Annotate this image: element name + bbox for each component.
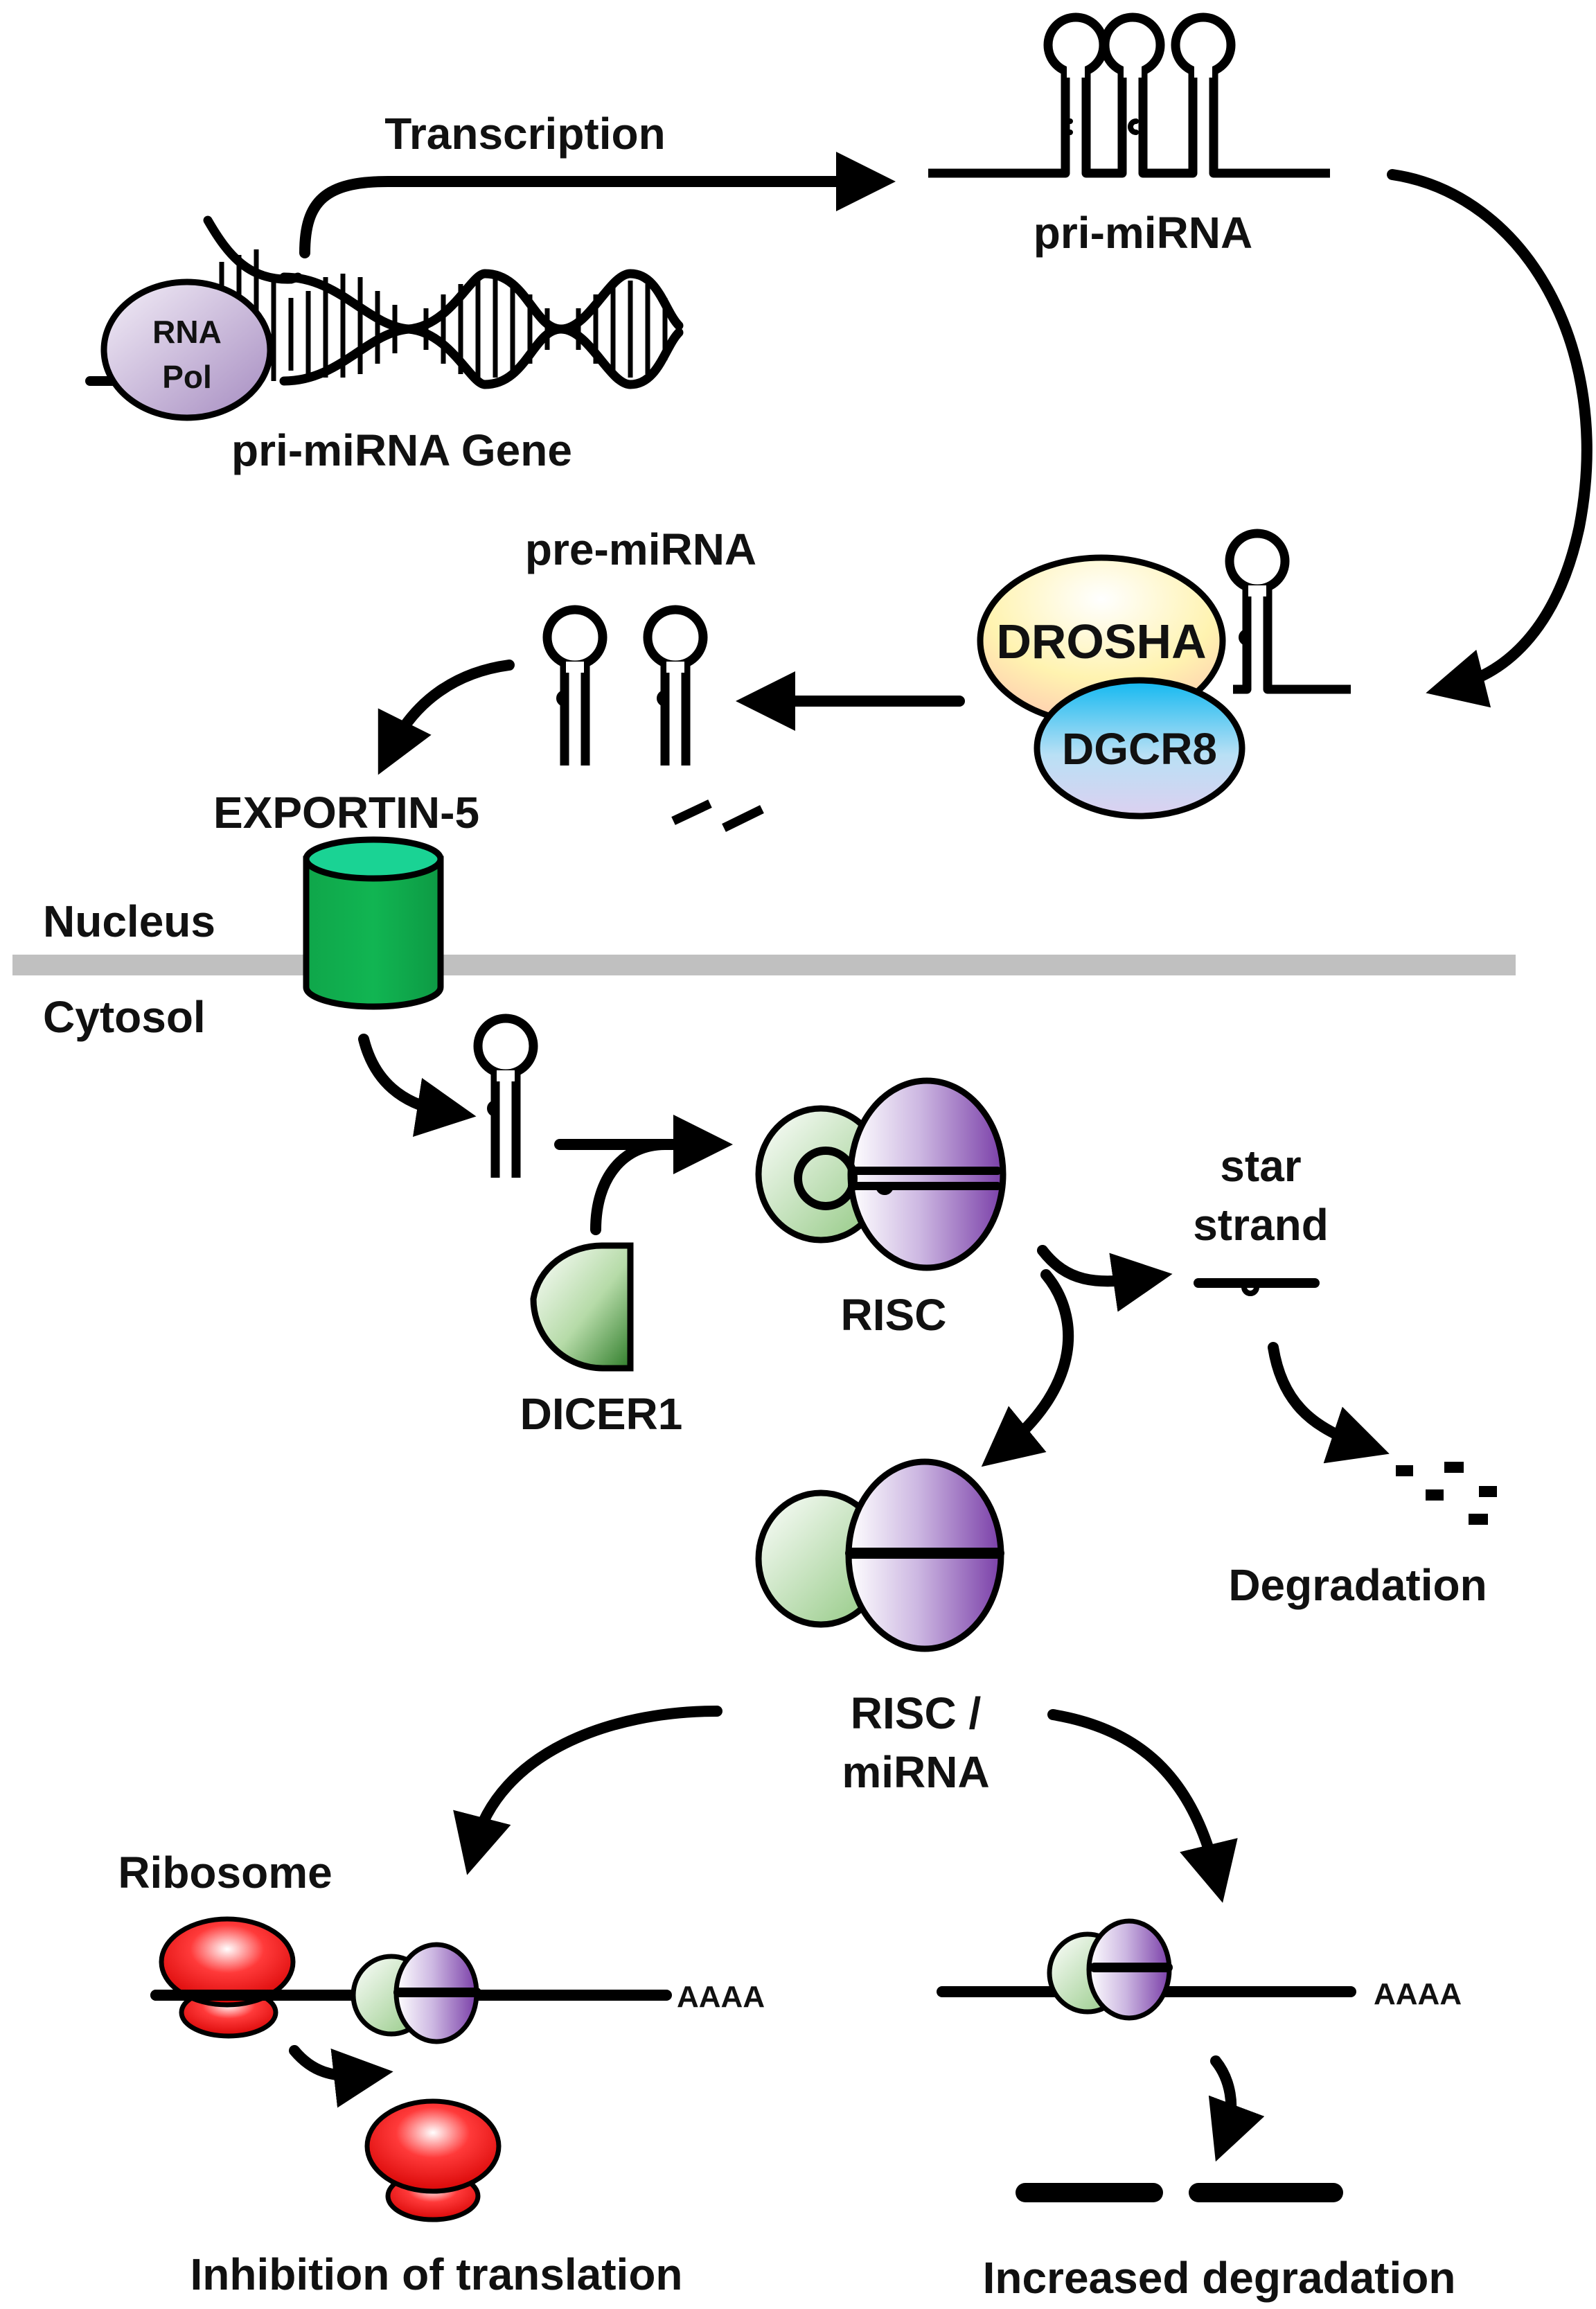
- increased-degradation-label: Increased degradation: [983, 2253, 1456, 2303]
- risc-bound-left: [351, 1942, 481, 2044]
- pri-mirna-hairpins: [928, 12, 1330, 178]
- risc-loaded-complex: [755, 1077, 1007, 1271]
- degradation-label: Degradation: [1228, 1560, 1487, 1610]
- processing-arc-arrow: [1387, 169, 1593, 708]
- rna-pol-label-2: Pol: [162, 359, 212, 395]
- transcription-arrow: [299, 152, 896, 258]
- rna-polymerase: RNA Pol: [100, 278, 274, 421]
- risc-mirna-label-2: miRNA: [842, 1747, 989, 1797]
- dgcr8-label: DGCR8: [1062, 724, 1217, 774]
- dna-helix: [85, 249, 684, 389]
- drosha-label: DROSHA: [996, 614, 1206, 669]
- risc-activation-arrow: [981, 1269, 1074, 1467]
- dicer-join-line: [590, 1139, 671, 1235]
- exportin5-label: EXPORTIN-5: [213, 788, 479, 838]
- inhibition-of-translation-label: Inhibition of translation: [190, 2249, 682, 2299]
- rna-pol-label-1: RNA: [152, 314, 222, 350]
- translation-inhibition-arrow: [453, 1706, 722, 1875]
- nucleus-label: Nucleus: [43, 896, 215, 946]
- risc-mirna-label-1: RISC /: [851, 1688, 982, 1738]
- pre-mirna-hairpins: [542, 605, 708, 766]
- dna-strand-top: [286, 272, 303, 284]
- dicer1-label: DICER1: [520, 1389, 683, 1439]
- cytosol-label: Cytosol: [43, 992, 206, 1042]
- nascent-rna-strand: [203, 215, 296, 284]
- cytosol-entry-arrow: [358, 1034, 477, 1137]
- ribosome-release-arrow: [289, 2045, 393, 2108]
- degradation-fragments: [1396, 1462, 1497, 1525]
- pre-mirna-label: pre-miRNA: [525, 524, 756, 574]
- risc-label: RISC: [841, 1290, 947, 1340]
- pri-mirna-gene-label: pri-miRNA Gene: [231, 425, 572, 475]
- ribosome-label: Ribosome: [118, 1848, 332, 1897]
- mrna-degradation-arrow: [1047, 1709, 1238, 1903]
- strand-release-arrow: [1037, 1245, 1173, 1312]
- polya-right-label: AAAA: [1374, 1977, 1462, 2011]
- star-strand-label-1: star: [1220, 1141, 1301, 1191]
- drosha-hairpin: [1225, 529, 1351, 694]
- star-degradation-arrow: [1268, 1342, 1390, 1464]
- risc-bound-right: [1047, 1918, 1173, 2021]
- ribosome-released: [364, 2098, 502, 2222]
- cleavage-arrow: [1208, 2055, 1265, 2162]
- dicer1-protein: [530, 1242, 634, 1372]
- star-strand: [1194, 1278, 1320, 1296]
- pri-mirna-label: pri-miRNA: [1034, 208, 1252, 258]
- risc-mirna-complex: [755, 1458, 1004, 1652]
- cleaved-fragments: [671, 799, 764, 832]
- exportin5-channel: [303, 836, 444, 1010]
- cytosolic-pre-mirna: [473, 1014, 538, 1178]
- transcription-label: Transcription: [384, 109, 665, 159]
- nuclear-membrane: [12, 955, 1516, 975]
- dgcr8-protein: DGCR8: [1034, 677, 1245, 820]
- star-strand-label-2: strand: [1193, 1200, 1329, 1250]
- export-arrow: [378, 660, 515, 775]
- polya-left-label: AAAA: [677, 1980, 765, 2014]
- ribosome-bound: [150, 1916, 303, 2039]
